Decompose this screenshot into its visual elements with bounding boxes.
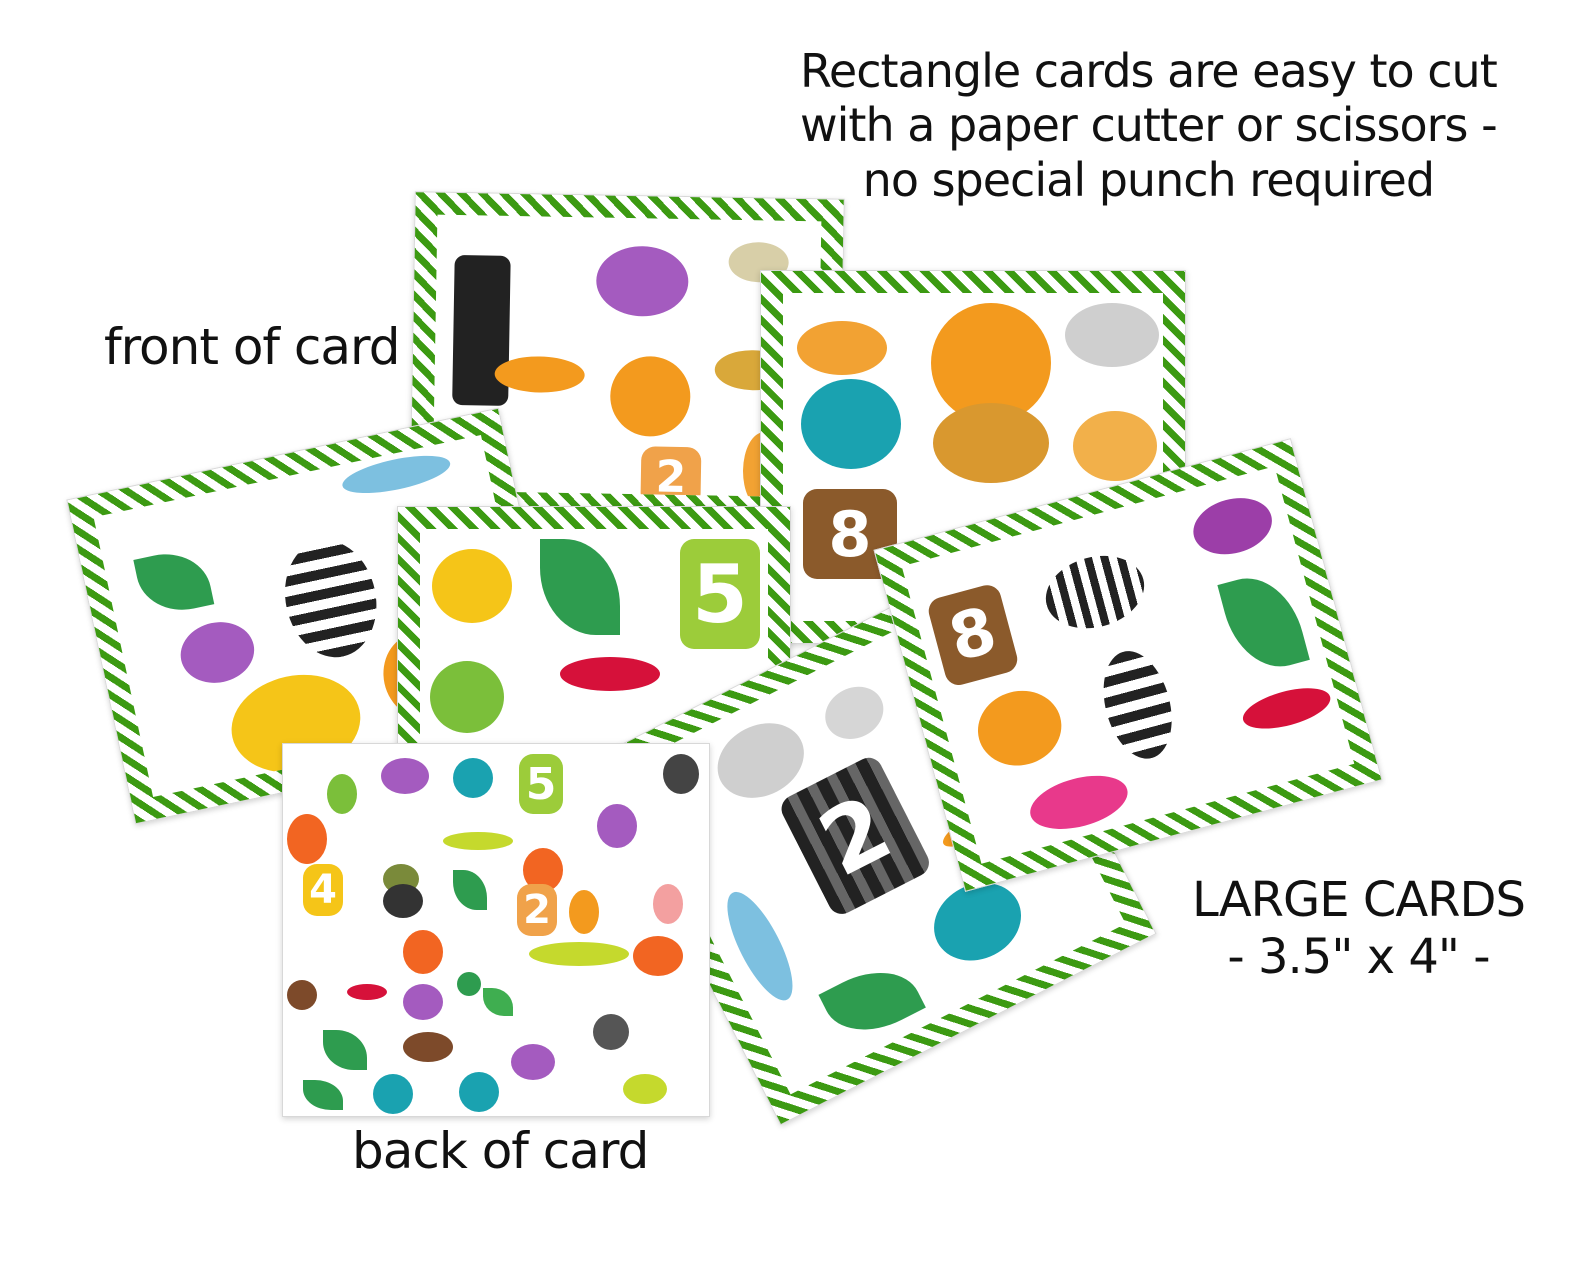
back-of-card-label: back of card [352,1122,649,1180]
panther-icon [347,984,387,1000]
lion-face-illustration [609,355,691,438]
lion-body-illustration [933,403,1049,483]
panther-illustration [560,657,660,691]
rhino-illustration [432,549,512,623]
card-size-title: LARGE CARDS [1192,872,1526,928]
panther-illustration [1238,680,1335,737]
back-card: 5 4 2 [282,743,710,1117]
zebra-illustration [1037,545,1153,639]
flamingo-icon [653,884,683,924]
elephant-icon [287,814,327,864]
rhino-icon [373,1074,413,1114]
leaf-icon [323,1030,367,1070]
snake-illustration [430,661,504,733]
ostrich-illustration [1187,489,1279,563]
hippo-icon [597,804,637,848]
otter-icon [287,980,317,1010]
crocodile-icon [623,1074,667,1104]
number-four-icon: 4 [303,864,343,916]
crocodile-icon [443,832,513,850]
tiger-illustration [969,681,1070,775]
otter-illustration [339,448,454,501]
number-five-illustration: 5 [680,539,760,649]
crocodile-icon [327,774,357,814]
leaves-illustration [1217,567,1310,678]
number-eight-illustration: 8 [925,582,1021,689]
headline-line-2: with a paper cutter or scissors - [800,98,1498,153]
number-five-icon: 5 [519,754,563,814]
hippo-icon [381,758,429,794]
hippo-icon [511,1044,555,1080]
leaf-icon [453,870,487,910]
card-size-value: - 3.5" x 4" - [1227,928,1490,985]
rhino-icon [453,758,493,798]
card-illustrations: 8 [902,466,1355,863]
hippo-illustration [174,615,260,690]
leaf-icon [483,988,513,1016]
rhino-illustration [801,379,901,469]
hippo-illustration [595,245,689,318]
leaf-illustration [818,954,926,1049]
otter-illustration [714,883,805,1009]
elephant-icon [633,936,683,976]
leaf-illustration [540,539,620,635]
walrus-icon [403,1032,453,1062]
hippo-icon [403,984,443,1020]
number-two-zebra-illustration: 2 [776,752,934,919]
palm-tree-illustration [133,545,215,619]
giraffe-face-illustration [1073,411,1157,481]
front-of-card-label: front of card [104,318,400,376]
pink-hippo-illustration [1024,766,1134,839]
giraffe-icon [403,930,443,974]
headline: Rectangle cards are easy to cut with a p… [800,44,1498,207]
giraffe-illustration [797,321,887,375]
snake-icon [457,972,481,996]
back-card-pattern: 5 4 2 [283,744,709,1116]
number-two-icon: 2 [517,884,557,936]
card-illustrations: 5 [420,529,768,775]
number-two-illustration: 2 [640,446,702,498]
zebra-icon [663,754,699,794]
elephant-illustration [1065,303,1159,367]
rhino-icon [459,1072,499,1112]
headline-line-3: no special punch required [862,152,1435,207]
leaf-icon [303,1080,343,1110]
crocodile-icon [529,942,629,966]
zebra-face-illustration [274,531,388,666]
zebra-icon [383,884,423,918]
zebra-icon [593,1014,629,1050]
headline-line-1: Rectangle cards are easy to cut [800,44,1498,98]
card-size-label: LARGE CARDS - 3.5" x 4" - [1192,872,1526,985]
elephant-face-illustration [816,676,893,749]
card-illustrations: 8 [783,293,1163,621]
lion-icon [569,890,599,934]
zebra-face-illustration [1092,643,1183,767]
